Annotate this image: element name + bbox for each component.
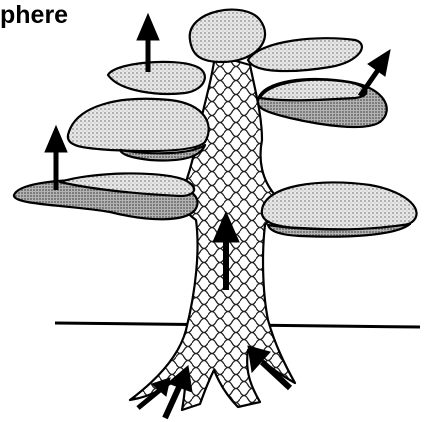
canopy-middle-left	[68, 99, 209, 151]
canopy-upper-left	[108, 62, 205, 94]
canopy-lower-right	[262, 182, 417, 229]
canopy-middle-right-top	[260, 80, 366, 101]
canopy-upper-right	[248, 38, 362, 71]
up-arrow-icon	[360, 50, 390, 96]
